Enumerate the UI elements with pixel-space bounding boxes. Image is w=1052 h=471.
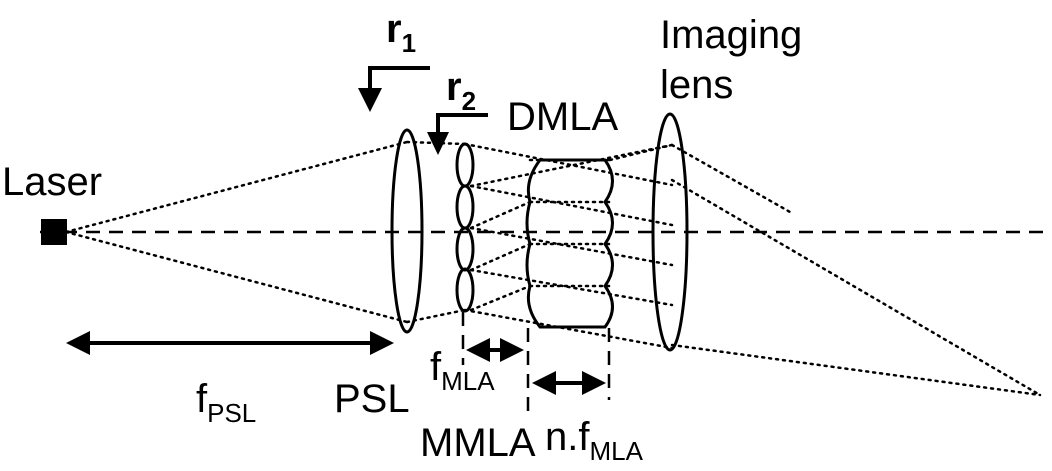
- dmla-array: [525, 158, 614, 329]
- r2-label: r2: [446, 65, 476, 116]
- laser-label: Laser: [2, 160, 102, 204]
- rays-to-focus: [670, 143, 1042, 397]
- r2-arrow: [436, 113, 488, 135]
- rays-through-arrays: [463, 142, 674, 350]
- f-psl-label: fPSL: [196, 377, 256, 428]
- r1-label: r1: [386, 7, 416, 58]
- laser-source-icon: [41, 219, 67, 245]
- imaging-lens-label-line2: lens: [660, 63, 733, 107]
- r2-arrowhead-icon: [427, 132, 449, 155]
- r1-arrow: [368, 66, 430, 92]
- imaging-lens-label-line1: Imaging: [660, 13, 802, 57]
- psl-lens: [390, 128, 424, 334]
- r1-arrowhead-icon: [358, 88, 382, 112]
- psl-label: PSL: [334, 377, 410, 421]
- imaging-lens: [651, 112, 689, 352]
- f-mla-label: fMLA: [430, 345, 495, 396]
- dmla-label: DMLA: [507, 95, 618, 139]
- n-f-mla-label: n.fMLA: [545, 415, 644, 466]
- rays-laser-to-psl: [64, 140, 467, 324]
- mmla-label: MMLA: [420, 421, 536, 465]
